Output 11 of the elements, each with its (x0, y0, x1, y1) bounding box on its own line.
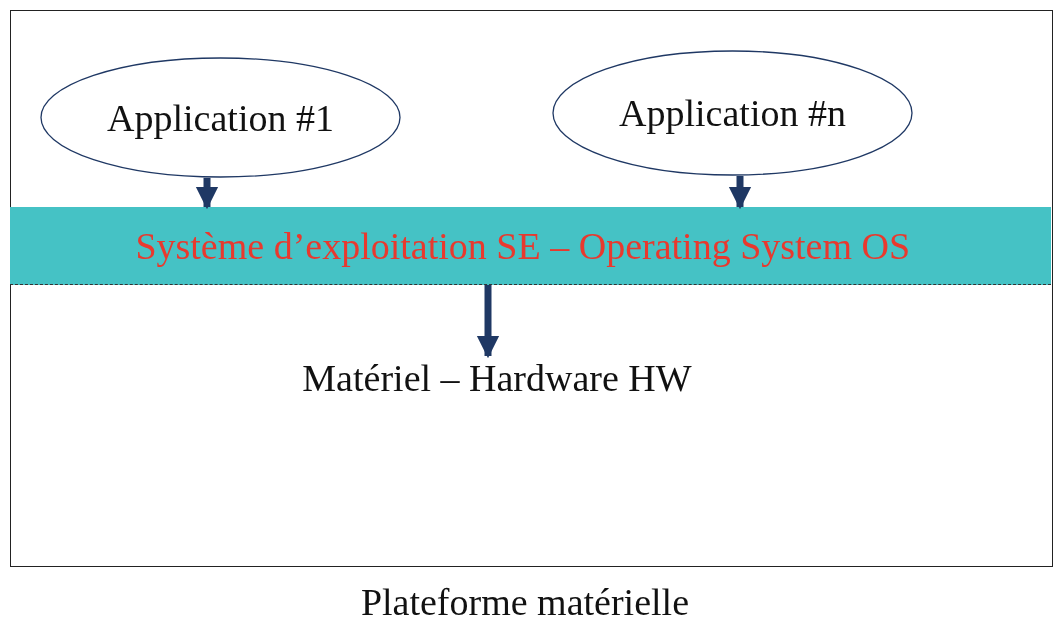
application-label: Application #1 (107, 95, 334, 140)
hardware-label: Matériel – Hardware HW (302, 356, 692, 400)
platform-caption: Plateforme matérielle (360, 580, 689, 617)
application-label: Application #n (619, 91, 846, 135)
os-layer-label: Système d’exploitation SE – Operating System OS (135, 223, 911, 268)
application-ellipse (552, 50, 913, 176)
arrow (476, 285, 500, 359)
arrow (195, 177, 219, 210)
application-ellipse (40, 57, 401, 178)
os-layer-band (10, 207, 1051, 285)
arrow (728, 175, 752, 210)
